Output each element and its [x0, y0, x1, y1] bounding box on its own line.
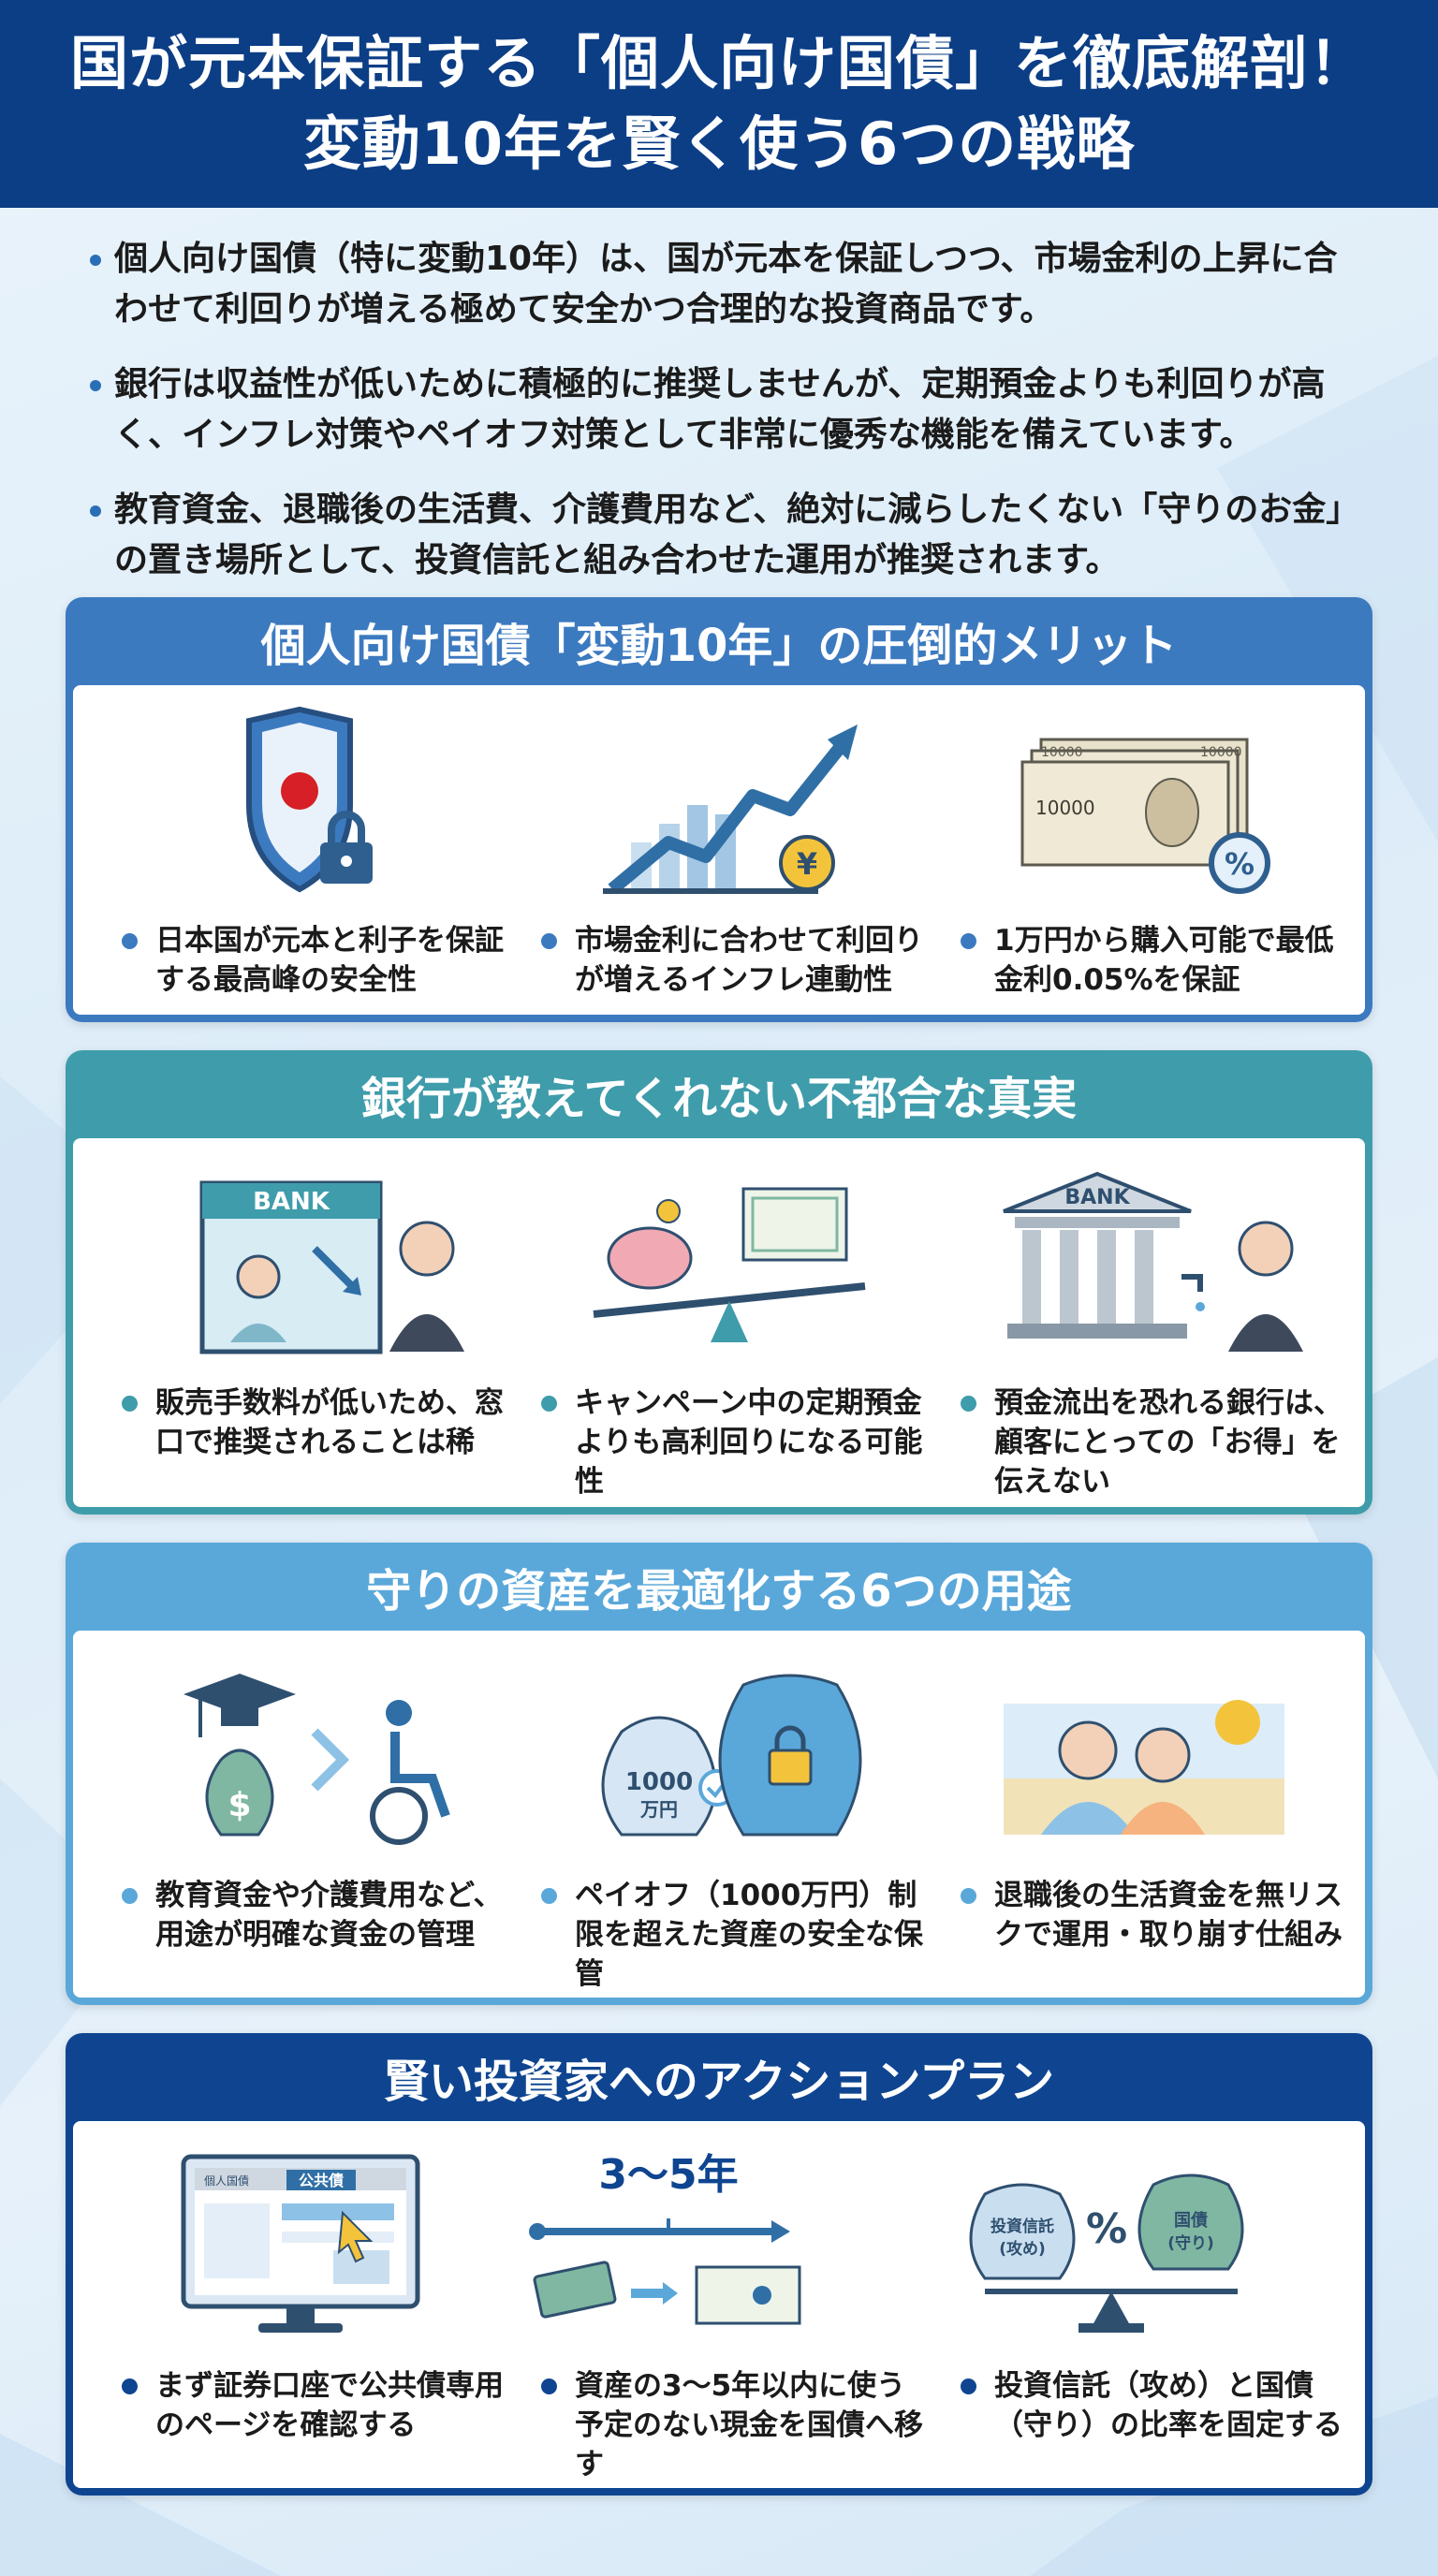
retired-couple-icon — [1004, 1700, 1284, 1835]
merit-safety: 日本国が元本と利子を保証する最高峰の安全性 — [90, 685, 509, 1015]
action-move-cash: 3〜5年 資産の3〜5年以内に使う予定のない現金を国債へ移す — [509, 2121, 929, 2488]
section-title: 個人向け国債「変動10年」の圧倒的メリット — [260, 620, 1178, 672]
page-header: 国が元本保証する「個人向け国債」を徹底解剖！ 変動10年を賢く使う6つの戦略 — [0, 0, 1438, 208]
section-body: BANK 販売手数料が低いため、窓口で推奨されることは稀 キャンペーン中の定期預… — [73, 1138, 1365, 1507]
intro-list: 個人向け国債（特に変動10年）は、国が元本を保証しつつ、市場金利の上昇に合わせて… — [90, 234, 1363, 610]
merit-caption: 日本国が元本と利子を保証する最高峰の安全性 — [122, 921, 504, 1000]
action-caption: 投資信託（攻め）と国債（守り）の比率を固定する — [961, 2366, 1343, 2445]
svg-text:10000: 10000 — [1041, 745, 1083, 760]
intro-item: 銀行は収益性が低いために積極的に推奨しませんが、定期預金よりも利回りが高く、イン… — [90, 359, 1363, 461]
action-check-page: 個人国債 公共債 まず証券口座で公共債専用のページを確認する — [90, 2121, 509, 2488]
section-body: 日本国が元本と利子を保証する最高峰の安全性 ¥ 市場金利に合わせて利回りが増える… — [73, 685, 1365, 1015]
banknote-icon: 10000 10000 10000 % — [1020, 738, 1270, 894]
yen-icon: ¥ — [797, 846, 817, 882]
use-caption: 退職後の生活資金を無リスクで運用・取り崩す仕組み — [961, 1876, 1343, 1954]
section-uses: 守りの資産を最適化する6つの用途 $ 教育資金や介護費用など、用途が明確な資金の… — [66, 1543, 1372, 2005]
action-caption: 資産の3〜5年以内に使う予定のない現金を国債へ移す — [541, 2366, 923, 2484]
section-body: 個人国債 公共債 まず証券口座で公共債専用のページを確認する 3〜5年 — [73, 2121, 1365, 2488]
section-title: 守りの資産を最適化する6つの用途 — [366, 1565, 1072, 1617]
money-bags-icon: 1000 万円 — [601, 1674, 862, 1837]
section-truth: 銀行が教えてくれない不都合な真実 BANK 販売手数料が低いため、窓口で推奨され… — [66, 1050, 1372, 1515]
merit-caption: 1万円から購入可能で最低金利0.05%を保証 — [961, 921, 1343, 1000]
education-care-icon: $ — [183, 1674, 450, 1845]
use-education-care: $ 教育資金や介護費用など、用途が明確な資金の管理 — [90, 1631, 509, 1998]
bank-sign: BANK — [1064, 1186, 1130, 1209]
seesaw-piggybank-icon — [593, 1187, 866, 1342]
use-retirement: 退職後の生活資金を無リスクで運用・取り崩す仕組み — [929, 1631, 1348, 1998]
section-title: 賢い投資家へのアクションプラン — [383, 2056, 1055, 2108]
svg-text:1000: 1000 — [625, 1768, 693, 1796]
computer-monitor-icon: 個人国債 公共債 — [181, 2154, 420, 2333]
page-title-line2: 変動10年を賢く使う6つの戦略 — [302, 110, 1136, 178]
percent-icon: % — [1086, 2205, 1127, 2253]
section-title: 銀行が教えてくれない不都合な真実 — [360, 1073, 1078, 1125]
svg-text:10000: 10000 — [1200, 745, 1242, 760]
dollar-icon: $ — [227, 1786, 251, 1824]
truth-caption: 販売手数料が低いため、窓口で推奨されることは稀 — [122, 1383, 504, 1462]
shield-lock-icon — [246, 706, 373, 893]
svg-text:(守り): (守り) — [1167, 2233, 1214, 2253]
truth-caption: 預金流出を恐れる銀行は、顧客にとっての「お得」を伝えない — [961, 1383, 1343, 1501]
svg-text:万円: 万円 — [639, 1798, 678, 1821]
merit-minimum: 10000 10000 10000 % 1万円から購入可能で最低金利0.05%を… — [929, 685, 1348, 1015]
intro-item: 教育資金、退職後の生活費、介護費用など、絶対に減らしたくない「守りのお金」の置き… — [90, 485, 1363, 586]
balance-scale-icon: 投資信託 (攻め) % 国債 (守り) — [969, 2174, 1244, 2333]
svg-text:(攻め): (攻め) — [999, 2239, 1046, 2259]
public-bond-tab: 公共債 — [299, 2172, 344, 2189]
use-payoff: 1000 万円 ペイオフ（1000万円）制限を超えた資産の安全な保管 — [509, 1631, 929, 1998]
page-title-line1: 国が元本保証する「個人向け国債」を徹底解剖！ — [69, 29, 1368, 97]
bank-building-icon: BANK — [1003, 1171, 1303, 1352]
bank-sign: BANK — [253, 1188, 330, 1216]
bank-window-icon: BANK — [199, 1180, 464, 1354]
truth-campaign: キャンペーン中の定期預金よりも高利回りになる可能性 — [509, 1138, 929, 1507]
svg-text:個人国債: 個人国債 — [204, 2174, 249, 2188]
action-caption: まず証券口座で公共債専用のページを確認する — [122, 2366, 504, 2445]
svg-text:国債: 国債 — [1174, 2210, 1208, 2231]
intro-item: 個人向け国債（特に変動10年）は、国が元本を保証しつつ、市場金利の上昇に合わせて… — [90, 234, 1363, 335]
timeline-transfer-icon: 3〜5年 — [529, 2151, 801, 2325]
period-label: 3〜5年 — [598, 2151, 738, 2199]
section-body: $ 教育資金や介護費用など、用途が明確な資金の管理 1000 万円 ペイオフ（1… — [73, 1631, 1365, 1998]
truth-outflow: BANK 預金流出を恐れる銀行は、顧客にとっての「お得」を伝えない — [929, 1138, 1348, 1507]
section-action-plan: 賢い投資家へのアクションプラン 個人国債 公共債 まず証券口座で公共債専用のペー… — [66, 2033, 1372, 2496]
percent-icon: % — [1225, 846, 1255, 882]
use-caption: 教育資金や介護費用など、用途が明確な資金の管理 — [122, 1876, 504, 1954]
section-merits: 個人向け国債「変動10年」の圧倒的メリット 日本国が元本と利子を保証する最高峰の… — [66, 597, 1372, 1022]
action-fix-ratio: 投資信託 (攻め) % 国債 (守り) 投資信託（攻め）と国債（守り）の比率を固… — [929, 2121, 1348, 2488]
use-caption: ペイオフ（1000万円）制限を超えた資産の安全な保管 — [541, 1876, 923, 1994]
truth-commission: BANK 販売手数料が低いため、窓口で推奨されることは稀 — [90, 1138, 509, 1507]
truth-caption: キャンペーン中の定期預金よりも高利回りになる可能性 — [541, 1383, 923, 1501]
svg-text:10000: 10000 — [1035, 797, 1095, 819]
merit-inflation: ¥ 市場金利に合わせて利回りが増えるインフレ連動性 — [509, 685, 929, 1015]
svg-text:投資信託: 投資信託 — [990, 2217, 1054, 2236]
merit-caption: 市場金利に合わせて利回りが増えるインフレ連動性 — [541, 921, 923, 1000]
rising-chart-icon: ¥ — [603, 724, 858, 895]
